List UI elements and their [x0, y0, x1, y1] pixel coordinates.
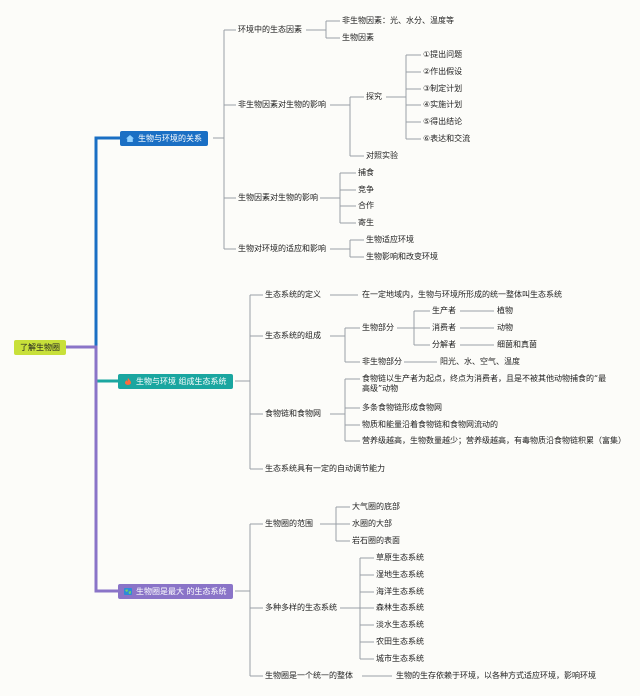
fire-icon [125, 378, 131, 385]
node-abiotic-elements[interactable]: 阳光、水、空气、温度 [440, 357, 520, 366]
earth-icon [124, 588, 132, 595]
node-food-web[interactable]: 多条食物链形成食物网 [362, 403, 442, 412]
node-step[interactable]: ②作出假设 [423, 67, 463, 76]
branch-label: 生物圈是最大 的生态系统 [136, 587, 227, 596]
node-biosphere-whole-text[interactable]: 生物的生存依赖于环境，以各种方式适应环境，影响环境 [396, 671, 596, 680]
node-biotic-part[interactable]: 生物部分 [362, 323, 394, 332]
node-city[interactable]: 城市生态系统 [376, 654, 424, 663]
node-self-regulation[interactable]: 生态系统具有一定的自动调节能力 [265, 464, 385, 473]
node-ocean[interactable]: 海洋生态系统 [376, 587, 424, 596]
root-to-branch3 [66, 345, 118, 593]
node-cooperation[interactable]: 合作 [358, 201, 374, 210]
node-freshwater[interactable]: 淡水生态系统 [376, 620, 424, 629]
node-producer[interactable]: 生产者 [432, 306, 456, 315]
root-to-branch1 [66, 136, 120, 349]
branch-ecosystem[interactable]: 生物与环境 组成生态系统 [118, 374, 233, 389]
node-food-chain-web[interactable]: 食物链和食物网 [265, 409, 321, 418]
node-step[interactable]: ⑤得出结论 [423, 117, 463, 126]
house-icon [126, 135, 134, 142]
branch-label: 生物与环境的关系 [138, 134, 202, 143]
node-animals[interactable]: 动物 [497, 323, 513, 332]
node-biosphere-range[interactable]: 生物圈的范围 [265, 519, 313, 528]
node-ecosystem-definition[interactable]: 生态系统的定义 [265, 290, 321, 299]
node-lithosphere[interactable]: 岩石圈的表面 [352, 536, 400, 545]
node-farmland[interactable]: 农田生态系统 [376, 637, 424, 646]
node-ecological-factors[interactable]: 环境中的生态因素 [238, 25, 302, 34]
node-biotic-influence[interactable]: 生物因素对生物的影响 [238, 193, 318, 202]
node-ecosystem-composition[interactable]: 生态系统的组成 [265, 331, 321, 340]
node-wetland[interactable]: 湿地生态系统 [376, 570, 424, 579]
root-node[interactable]: 了解生物圈 [14, 340, 66, 355]
node-abiotic-factors[interactable]: 非生物因素：光、水分、温度等 [342, 16, 454, 25]
branch-label: 生物与环境 组成生态系统 [136, 377, 227, 386]
node-forest[interactable]: 森林生态系统 [376, 603, 424, 612]
node-abiotic-part[interactable]: 非生物部分 [362, 357, 402, 366]
root-to-branch2 [66, 345, 118, 383]
node-grassland[interactable]: 草原生态系统 [376, 553, 424, 562]
node-abiotic-influence[interactable]: 非生物因素对生物的影响 [238, 100, 326, 109]
node-energy-flow[interactable]: 物质和能量沿着食物链和食物网流动的 [362, 420, 498, 429]
node-definition-text[interactable]: 在一定地域内，生物与环境所形成的统一整体叫生态系统 [362, 290, 562, 299]
node-food-chain-rule[interactable]: 食物链以生产者为起点，终点为消费者，且是不被其他动物捕食的“最高级”动物 [362, 374, 607, 393]
node-bacteria-fungi[interactable]: 细菌和真菌 [497, 340, 537, 349]
node-atmosphere[interactable]: 大气圈的底部 [352, 502, 400, 511]
node-biotic-factors[interactable]: 生物因素 [342, 33, 374, 42]
node-plants[interactable]: 植物 [497, 306, 513, 315]
node-step[interactable]: ③制定计划 [423, 84, 463, 93]
node-explore[interactable]: 探究 [366, 92, 382, 101]
node-competition[interactable]: 竞争 [358, 185, 374, 194]
node-ecosystem-types[interactable]: 多种多样的生态系统 [265, 603, 337, 612]
node-bioaccumulation[interactable]: 营养级越高，生物数量越少；营养级越高，有毒物质沿食物链积累（富集） [362, 436, 626, 445]
node-step[interactable]: ①提出问题 [423, 50, 463, 59]
branch-biosphere[interactable]: 生物圈是最大 的生态系统 [118, 584, 233, 599]
node-consumer[interactable]: 消费者 [432, 323, 456, 332]
node-step[interactable]: ⑥表达和交流 [423, 134, 471, 143]
node-adapt-env[interactable]: 生物适应环境 [366, 235, 414, 244]
node-parasitism[interactable]: 寄生 [358, 218, 374, 227]
node-hydrosphere[interactable]: 水圈的大部 [352, 519, 392, 528]
node-decomposer[interactable]: 分解者 [432, 340, 456, 349]
node-adaptation[interactable]: 生物对环境的适应和影响 [238, 244, 326, 253]
node-control-experiment[interactable]: 对照实验 [366, 151, 398, 160]
node-step[interactable]: ④实施计划 [423, 100, 463, 109]
node-biosphere-whole[interactable]: 生物圈是一个统一的整体 [265, 671, 353, 680]
branch-environment-relation[interactable]: 生物与环境的关系 [120, 131, 208, 146]
node-predation[interactable]: 捕食 [358, 168, 374, 177]
node-change-env[interactable]: 生物影响和改变环境 [366, 252, 438, 261]
